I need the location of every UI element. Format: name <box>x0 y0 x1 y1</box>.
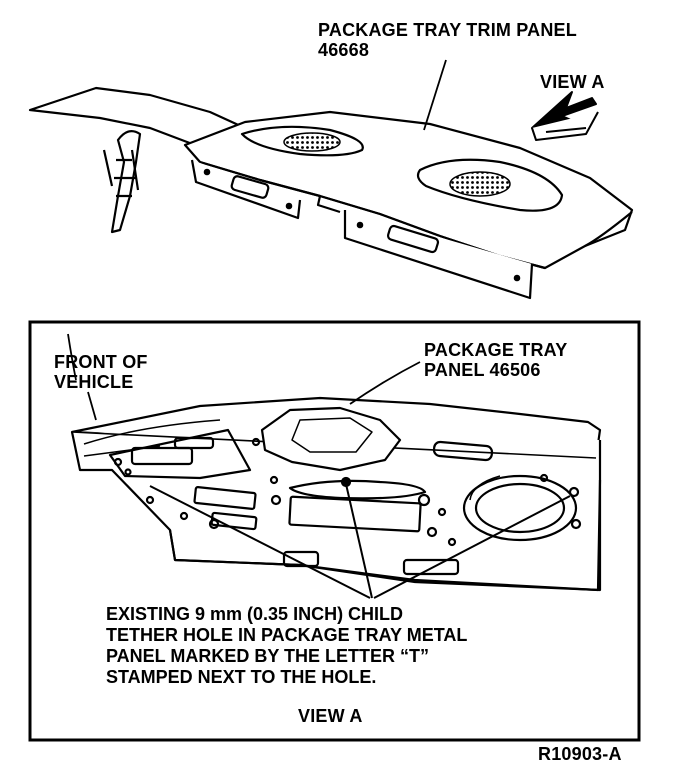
front-of-vehicle-line2: VEHICLE <box>54 372 134 392</box>
tray-panel-label-line1: PACKAGE TRAY <box>424 340 568 360</box>
figure-id: R10903-A <box>538 744 622 764</box>
inset-view-caption: VIEW A <box>298 706 363 726</box>
view-a-arrow <box>531 91 599 141</box>
tether-hole-note-line4: STAMPED NEXT TO THE HOLE. <box>106 667 377 687</box>
tray-panel-label: PACKAGE TRAY PANEL 46506 <box>424 340 567 380</box>
tether-hole-note-line2: TETHER HOLE IN PACKAGE TRAY METAL <box>106 625 468 645</box>
front-of-vehicle-label: FRONT OF VEHICLE <box>54 352 148 392</box>
tether-hole-note-line1: EXISTING 9 mm (0.35 INCH) CHILD <box>106 604 404 624</box>
trim-panel-leader-line <box>423 59 447 131</box>
trim-panel-label-line1: PACKAGE TRAY TRIM PANEL <box>318 20 577 40</box>
package-tray-trim-panel-drawing <box>28 86 634 300</box>
view-a-inset-frame <box>28 320 641 742</box>
view-a-label: VIEW A <box>540 72 605 92</box>
front-of-vehicle-leader-line <box>67 333 97 421</box>
tray-panel-label-line2: PANEL 46506 <box>424 360 541 380</box>
tether-hole-note: EXISTING 9 mm (0.35 INCH) CHILD TETHER H… <box>106 604 467 688</box>
front-of-vehicle-line1: FRONT OF <box>54 352 148 372</box>
trim-panel-label: PACKAGE TRAY TRIM PANEL 46668 <box>318 20 577 60</box>
package-tray-panel-drawing <box>70 396 602 592</box>
tray-panel-leader-line <box>349 361 421 405</box>
trim-panel-label-line2: 46668 <box>318 40 370 60</box>
tether-hole-pointer-lines <box>149 483 571 599</box>
tether-hole-note-line3: PANEL MARKED BY THE LETTER “T” <box>106 646 430 666</box>
